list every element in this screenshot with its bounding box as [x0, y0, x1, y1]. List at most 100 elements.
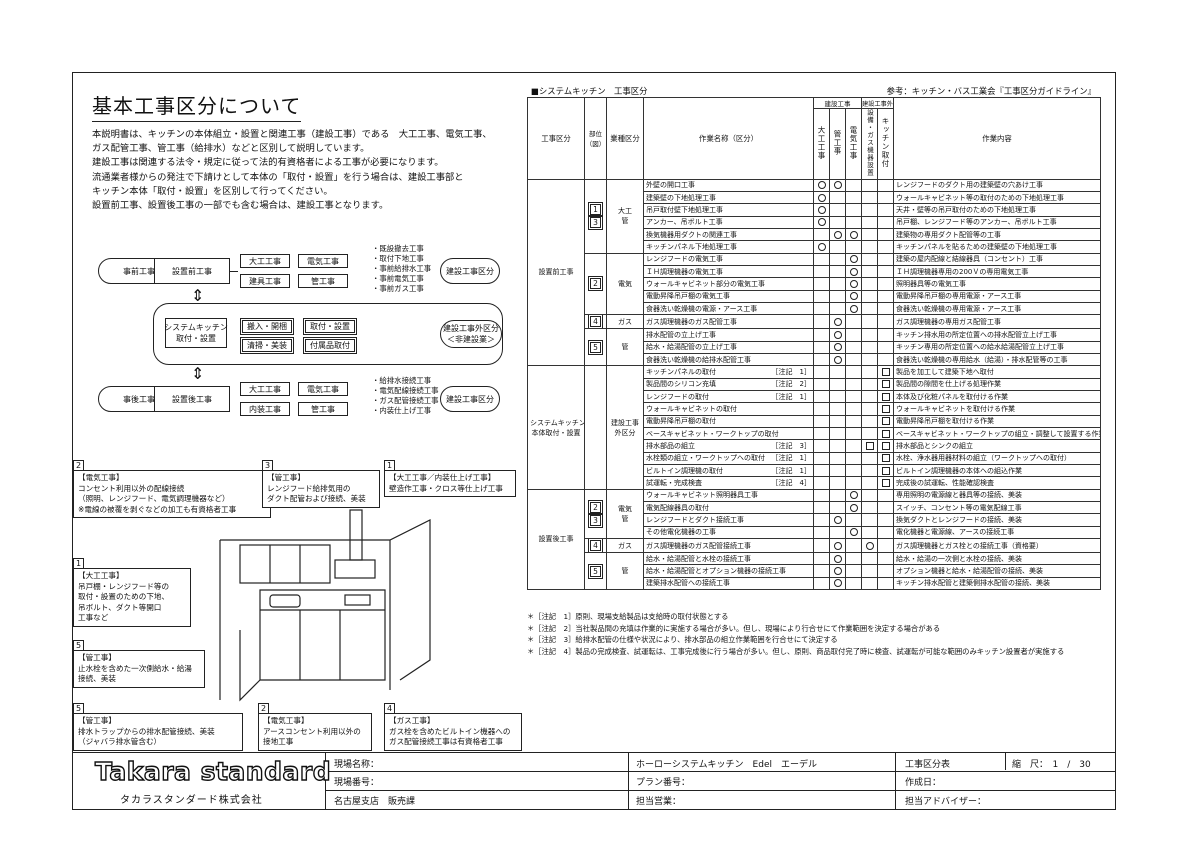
note-kan-supply: 5 【管工事】 止水栓を含めた一次側給水・給湯 接続、美装	[73, 640, 205, 688]
mark-cell	[877, 340, 894, 354]
mark-cell	[829, 377, 846, 392]
circle-mark-icon	[833, 567, 842, 576]
mark-cell	[861, 328, 878, 342]
mark-cell	[845, 340, 862, 354]
col-gas: 設備・ガス機器設置	[865, 109, 874, 177]
trade-category: 建設工事 外区分	[606, 365, 644, 490]
pre-category: 建設工事区分	[440, 258, 500, 284]
work-description: レンジフードのダクト用の建築壁の穴あけ工事	[893, 178, 1101, 192]
circle-mark-icon	[833, 343, 842, 352]
table-row: 排水部品の組立［注記 3］排水部品とシンクの組立	[528, 439, 1101, 453]
work-name-cell: レンジフードの電気工事	[643, 252, 814, 266]
circle-mark-icon	[833, 330, 842, 339]
mark-cell	[829, 203, 846, 217]
work-description: キッチン排水用の所定位置への排水配管立上げ工事	[893, 328, 1101, 342]
mark-cell	[877, 203, 894, 217]
mark-cell	[877, 576, 894, 591]
work-description: 本体及び化粧パネルを取付ける作業	[893, 389, 1101, 404]
work-description: オプション機器と給水・給湯配管の接続、美装	[893, 564, 1101, 578]
mark-cell	[829, 476, 846, 490]
mark-cell	[813, 301, 830, 316]
mid-category: 建設工事外区分 ＜非建設業＞	[440, 320, 502, 348]
mark-cell	[861, 190, 878, 205]
work-name-cell: ガス調理機器のガス配管工事	[643, 314, 814, 330]
page-title: 基本工事区分について	[92, 90, 302, 122]
circle-mark-icon	[849, 267, 858, 276]
table-row: 換気機器用ダクトの関連工事建築物の専用ダクト配管等の工事	[528, 227, 1101, 242]
mark-cell	[813, 215, 830, 229]
mark-cell	[829, 227, 846, 242]
mark-cell	[861, 576, 878, 591]
mark-cell	[845, 227, 862, 242]
work-name-cell: ＩＨ調理機器の電気工事	[643, 264, 814, 279]
note-text: 【電気工事】 アースコンセント利用以外の 接地工事	[263, 716, 361, 746]
post-category: 建設工事区分	[440, 386, 500, 412]
mark-cell	[845, 402, 862, 416]
mark-cell	[877, 277, 894, 291]
mark-cell	[877, 402, 894, 416]
col-kensetsu: 建設工事	[813, 97, 862, 109]
mark-cell	[877, 190, 894, 205]
part-number	[584, 365, 607, 490]
mark-cell	[813, 377, 830, 392]
mark-cell	[877, 538, 894, 554]
checkbox-icon	[881, 392, 890, 401]
mark-cell	[845, 414, 862, 429]
work-name: 電気配線器具の取付	[646, 503, 709, 512]
work-name-cell: アンカー、吊ボルト工事	[643, 215, 814, 229]
post-work-kan: 管工事	[298, 402, 348, 416]
mark-cell	[829, 178, 846, 192]
kitchen-illustration	[219, 509, 431, 702]
note-gas: 4 【ガス工事】 ガス栓を含めたビルトイン機器への ガス配管接続工事は有資格者工…	[384, 703, 522, 751]
work-name: ガス調理機器のガス配管工事	[646, 317, 737, 326]
trade-category: 管	[606, 552, 644, 591]
intro-line: 設置前工事、設置後工事の一部でも含む場合は、建設工事となります。	[92, 200, 389, 212]
mark-cell	[813, 488, 830, 503]
work-description: ウォールキャビネットを取付ける作業	[893, 402, 1101, 416]
drawing-frame	[72, 72, 1116, 810]
group-label: システムキッチン 本体取付・設置	[527, 365, 585, 490]
mark-cell	[845, 513, 862, 527]
mark-cell	[861, 314, 878, 330]
mark-cell	[829, 488, 846, 503]
work-note-ref: ［注記 1］	[771, 466, 811, 475]
pre-work-kan: 管工事	[298, 274, 348, 288]
col-gyoshu: 業種区分	[606, 97, 644, 180]
mark-cell	[829, 215, 846, 229]
circle-mark-icon	[817, 242, 826, 251]
note-number: 1	[73, 558, 84, 569]
mark-cell	[813, 464, 830, 478]
col-bui: 部位 （図）	[584, 97, 607, 180]
col-gai: 建設工事外	[861, 97, 894, 109]
mark-cell	[877, 439, 894, 453]
work-note-ref: ［注記 3］	[771, 442, 811, 451]
work-description: 食器洗い乾燥機の専用給水（給湯）・排水配管等の工事	[893, 352, 1101, 367]
work-name-cell: レンジフードの取付［注記 1］	[643, 389, 814, 404]
mark-cell	[861, 352, 878, 367]
table-row: 建築排水配管への接続工事キッチン排水配管と建築側排水配管の接続、美装	[528, 576, 1101, 591]
col-naiyo: 作業内容	[893, 97, 1101, 180]
mark-cell	[813, 414, 830, 429]
part-number-badge: 2	[588, 499, 603, 515]
work-name-cell: 外壁の開口工事	[643, 178, 814, 192]
part-number: 4	[584, 314, 607, 330]
mark-cell	[813, 190, 830, 205]
mark-cell	[845, 190, 862, 205]
work-name-cell: ウォールキャビネット部分の電気工事	[643, 277, 814, 291]
note-text: 【管工事】 止水栓を含めた一次側給水・給湯 接続、美装	[78, 653, 192, 683]
mark-cell	[829, 314, 846, 330]
mark-cell	[813, 264, 830, 279]
circle-mark-icon	[849, 292, 858, 301]
trade-category: ガス	[606, 538, 644, 554]
mark-cell	[813, 203, 830, 217]
table-row: その他電化機器の工事電化機器と電源線、アースの接続工事	[528, 525, 1101, 540]
mark-cell	[877, 301, 894, 316]
work-name: レンジフードとダクト接続工事	[646, 516, 744, 525]
note-denki-earth: 2 【電気工事】 アースコンセント利用以外の 接地工事	[258, 703, 372, 751]
trade-category: ガス	[606, 314, 644, 330]
note-denki: 2 【電気工事】 コンセント利用以外の配線接続 （照明、レンジフード、電気調理機…	[73, 460, 271, 518]
work-name-cell: 建築排水配管への接続工事	[643, 576, 814, 591]
